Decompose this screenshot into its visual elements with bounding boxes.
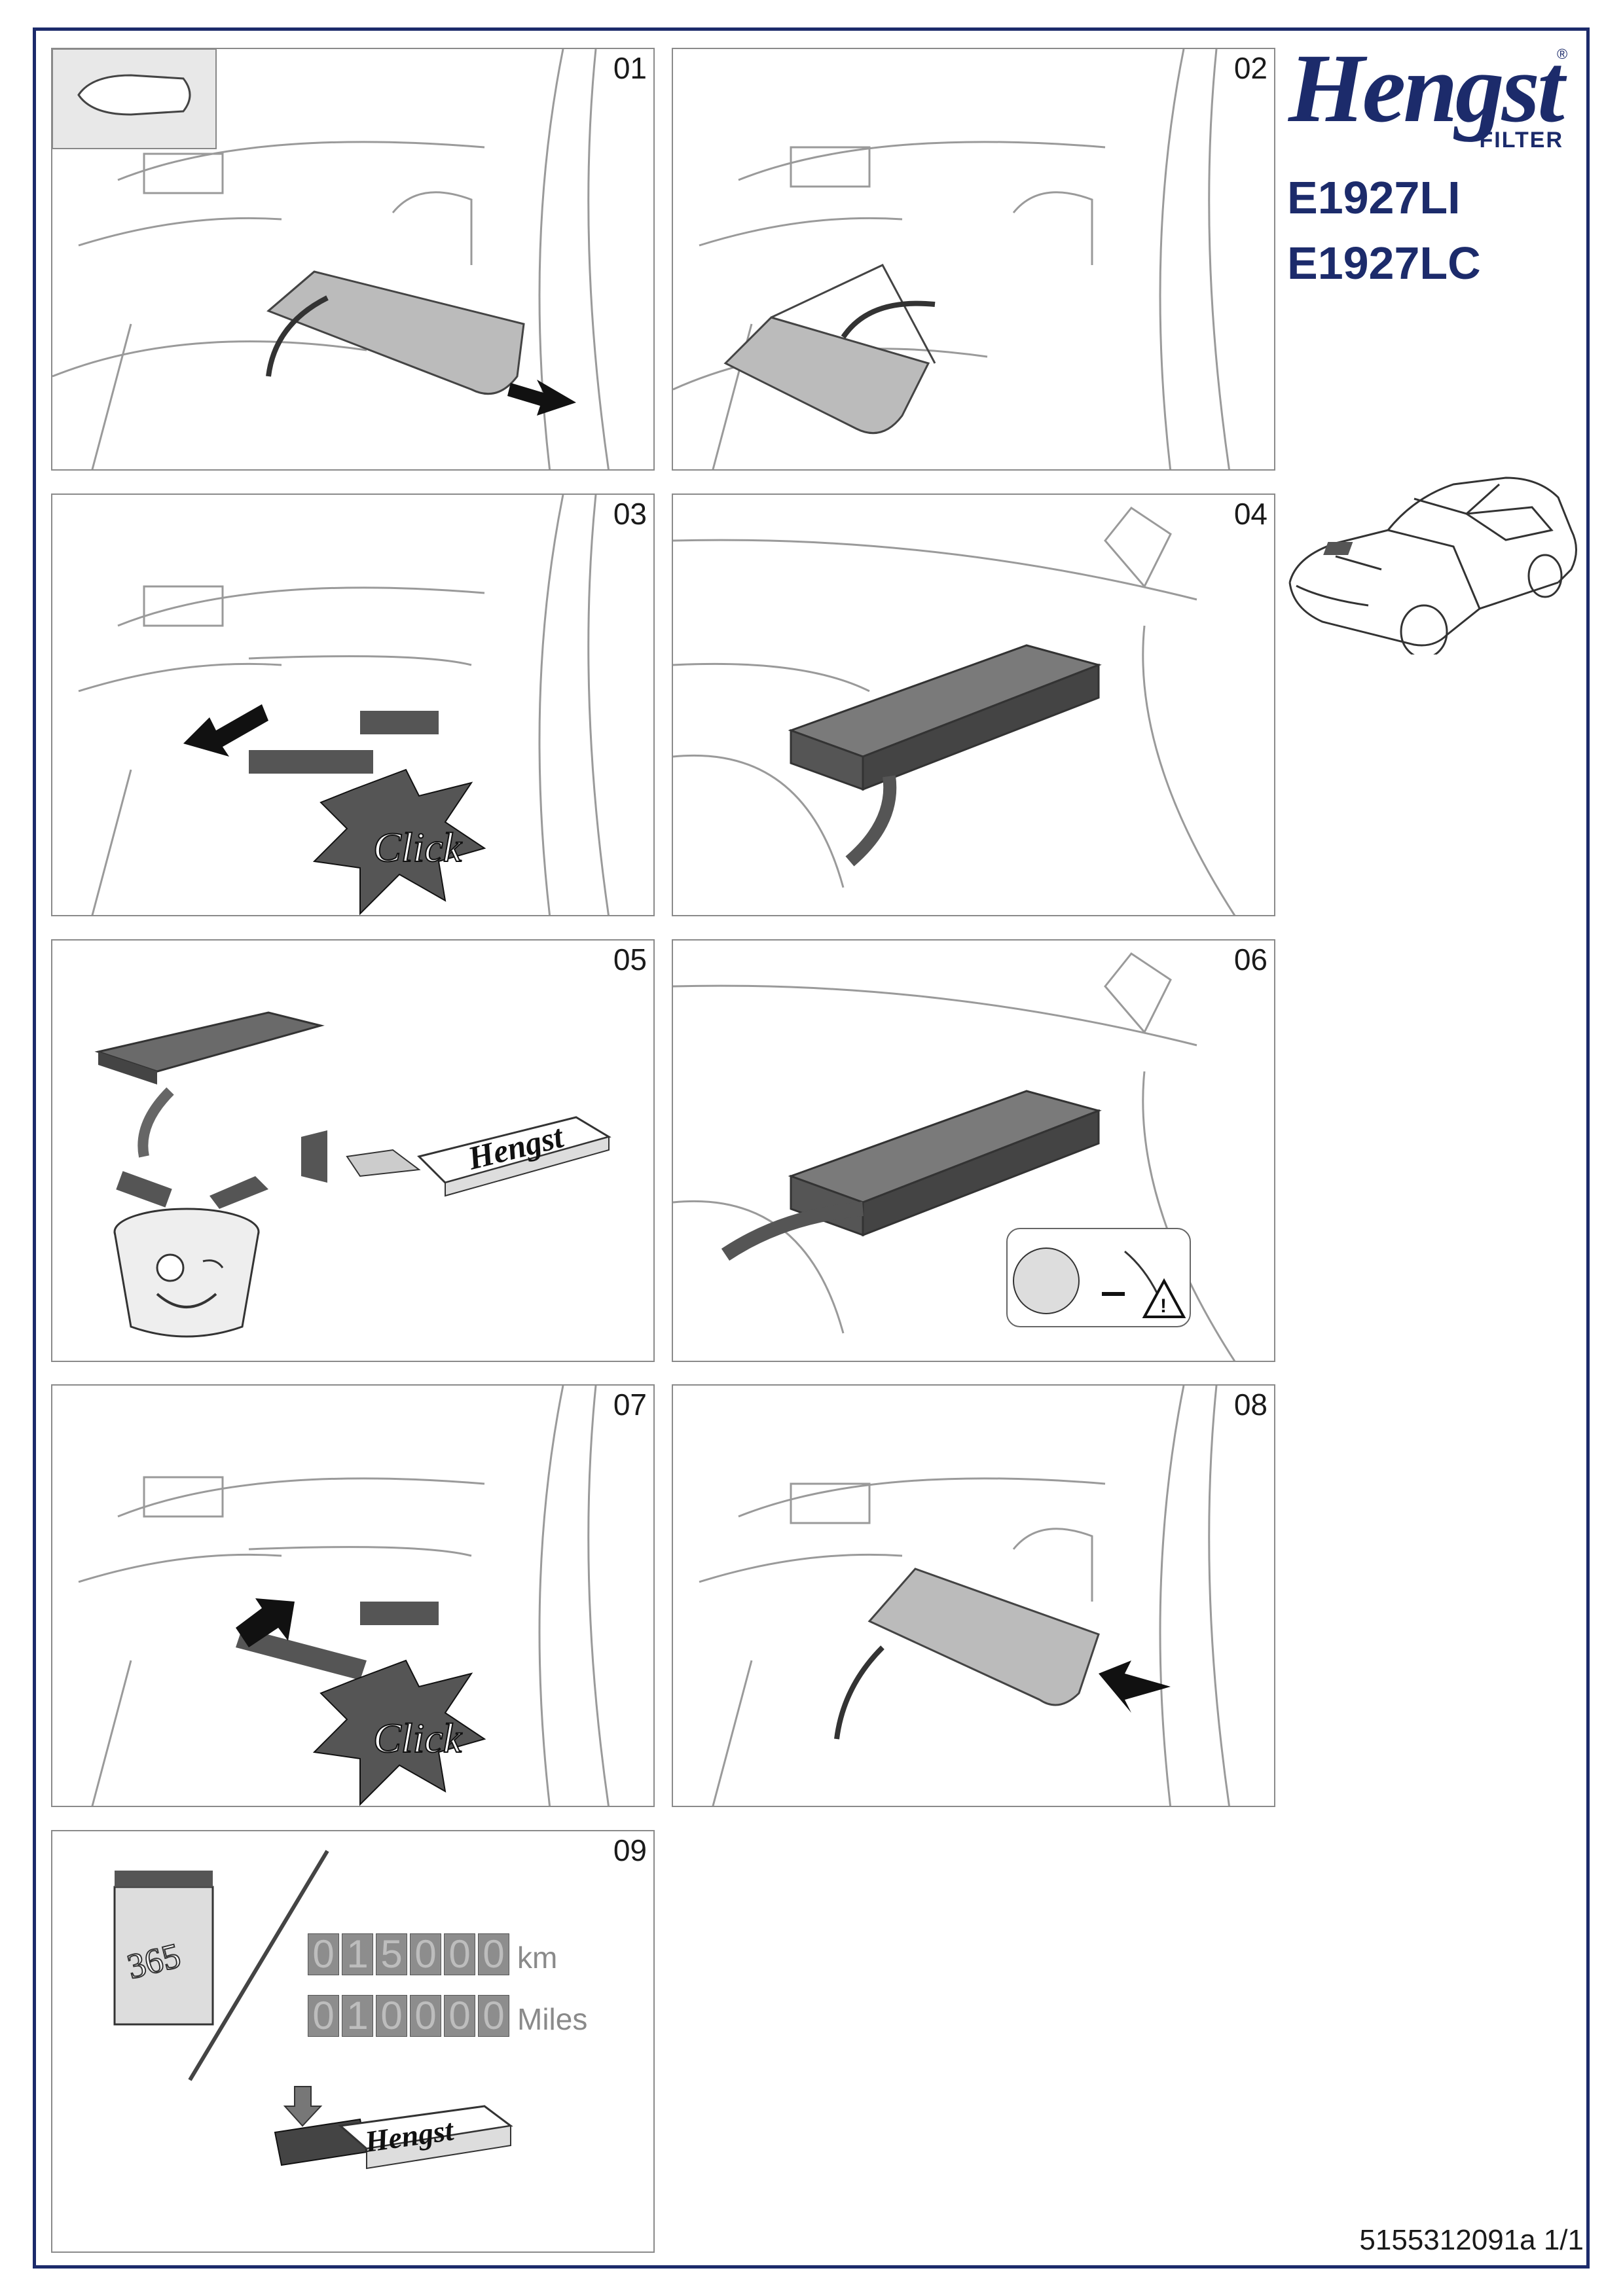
document-number: 5155312091a 1/1 <box>1359 2224 1584 2256</box>
digit: 5 <box>376 1933 407 1975</box>
step-number: 02 <box>1233 51 1267 85</box>
odometer-km: 0 1 5 0 0 0 <box>308 1933 509 1975</box>
digit: 0 <box>410 1933 441 1975</box>
click-label: Click <box>373 824 463 870</box>
unit-miles: Miles <box>517 2002 588 2036</box>
step-number: 04 <box>1233 497 1267 531</box>
registered-mark: ® <box>1557 46 1568 62</box>
odometer-miles: 0 1 0 0 0 0 <box>308 1995 509 2037</box>
digit: 0 <box>308 1933 339 1975</box>
logo-wordmark: Hengst <box>1288 34 1565 143</box>
step-number: 09 <box>613 1833 647 1867</box>
step-panel-04: 04 <box>672 493 1275 916</box>
step-number: 01 <box>613 51 647 85</box>
logo-subtitle: FILTER <box>1479 128 1563 152</box>
step-panel-07: Click 07 <box>51 1384 655 1807</box>
svg-text:!: ! <box>1160 1295 1167 1317</box>
part-number-2: E1927LC <box>1287 238 1481 289</box>
digit: 0 <box>444 1995 475 2037</box>
step-panel-05: Hengst 05 <box>51 939 655 1362</box>
step-panel-03: Click 03 <box>51 493 655 916</box>
step-panel-08: 08 <box>672 1384 1275 1807</box>
step-number: 07 <box>613 1388 647 1422</box>
click-label: Click <box>373 1715 463 1761</box>
digit: 0 <box>478 1933 509 1975</box>
unit-km: km <box>517 1941 558 1975</box>
step-panel-09: 365 Hengst 0 1 5 0 0 0 km 0 1 0 0 0 0 Mi… <box>51 1830 655 2253</box>
calendar-days: 365 <box>123 1935 184 1986</box>
digit: 0 <box>376 1995 407 2037</box>
digit: 0 <box>410 1995 441 2037</box>
part-number-1: E1927LI <box>1287 172 1461 223</box>
step-panel-02: 02 <box>672 48 1275 471</box>
step-number: 05 <box>613 942 647 977</box>
digit: 0 <box>478 1995 509 2037</box>
digit: 0 <box>444 1933 475 1975</box>
hengst-logo: Hengst ® FILTER <box>1288 34 1567 157</box>
step-number: 03 <box>613 497 647 531</box>
step-number: 06 <box>1233 942 1267 977</box>
page-border <box>33 27 1590 2269</box>
digit: 1 <box>342 1995 373 2037</box>
step-panel-01: 01 <box>51 48 655 471</box>
step-number: 08 <box>1233 1388 1267 1422</box>
digit: 1 <box>342 1933 373 1975</box>
car-illustration <box>1288 476 1577 655</box>
step-panel-06: ! 06 <box>672 939 1275 1362</box>
digit: 0 <box>308 1995 339 2037</box>
